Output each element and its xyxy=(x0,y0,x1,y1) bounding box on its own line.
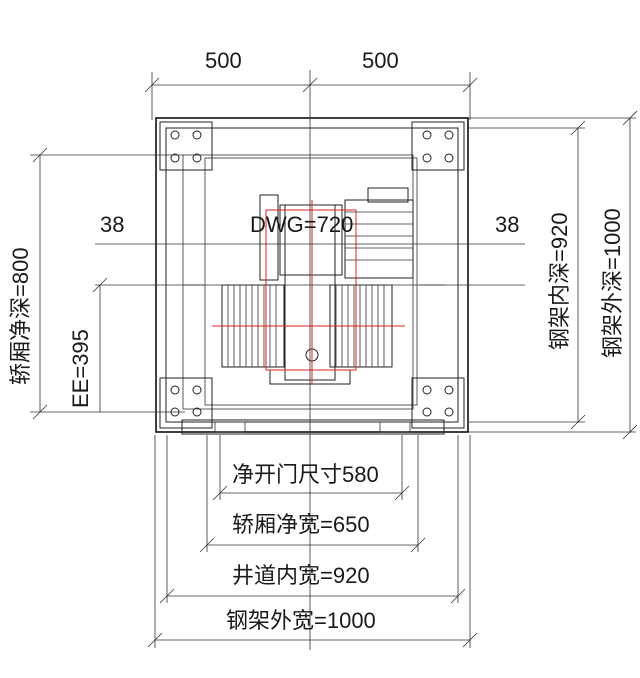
door-sill xyxy=(181,419,445,435)
dim-ee-label: EE=395 xyxy=(68,329,93,408)
corner-bracket-tl xyxy=(159,121,213,171)
shaft-inner xyxy=(182,154,414,410)
dim-car-depth-label: 轿厢净深=800 xyxy=(8,247,33,385)
dim-car-width-label: 轿厢净宽=650 xyxy=(232,512,370,537)
dim-shaft-inner-width-label: 井道内宽=920 xyxy=(232,563,370,588)
corner-bracket-br xyxy=(411,377,465,429)
car-rect xyxy=(204,157,418,406)
dim-38-right-label: 38 xyxy=(495,212,519,237)
dim-frame-outer-depth-label: 钢架外深=1000 xyxy=(600,208,625,358)
dim-38-left-label: 38 xyxy=(100,212,124,237)
dwg-label: DWG=720 xyxy=(250,212,353,237)
dim-right xyxy=(468,110,638,440)
frame-outer xyxy=(155,117,469,433)
frame-inner xyxy=(165,127,459,423)
dim-top-right-label: 500 xyxy=(362,48,399,73)
corner-bracket-tr xyxy=(411,121,465,171)
dim-bottom xyxy=(147,435,478,648)
dim-frame-inner-depth-label: 钢架内深=920 xyxy=(547,212,572,350)
dim-top xyxy=(144,72,478,120)
dim-top-left-label: 500 xyxy=(205,48,242,73)
dim-frame-outer-width-label: 钢架外宽=1000 xyxy=(226,608,376,633)
dim-left xyxy=(30,147,185,420)
dim-door-width-label: 净开门尺寸580 xyxy=(232,462,379,487)
